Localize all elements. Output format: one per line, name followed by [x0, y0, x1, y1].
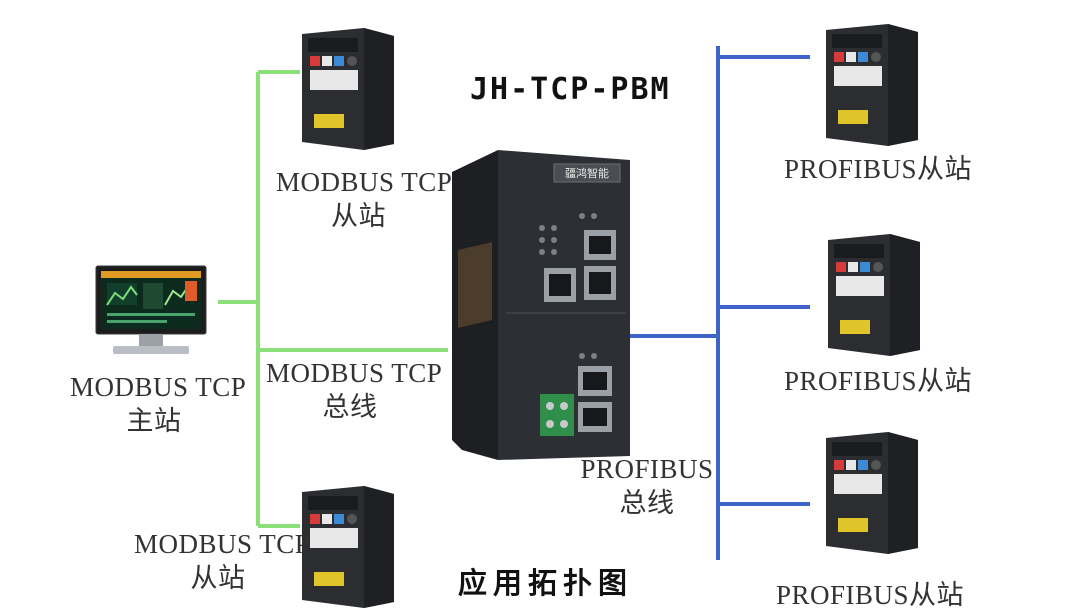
profibus-slave-2-label: PROFIBUS从站 [784, 366, 973, 396]
frequency-inverter-icon [302, 28, 394, 155]
ethernet-port-icon [584, 230, 616, 260]
frequency-inverter-icon [302, 486, 394, 613]
frequency-inverter-icon [826, 24, 918, 151]
gateway-device-icon: 疆鸿智能 [452, 150, 632, 465]
ethernet-port-icon [544, 268, 576, 302]
profibus-port-icon [578, 366, 612, 396]
terminal-block-icon [540, 394, 574, 436]
modbus-tcp-bus [218, 70, 448, 528]
profibus-slave-3-label: PROFIBUS从站 [776, 580, 965, 610]
frequency-inverter-icon [826, 432, 918, 559]
modbus-tcp-slave-bottom-label: MODBUS TCP 从站 [134, 529, 311, 593]
modbus-tcp-master-label: MODBUS TCP 主站 [70, 372, 247, 436]
ethernet-port-icon [584, 266, 616, 300]
desktop-computer-icon [95, 265, 207, 362]
modbus-tcp-slave-top-label: MODBUS TCP 从站 [276, 167, 453, 231]
modbus-tcp-bus-label: MODBUS TCP 总线 [266, 358, 443, 422]
profibus-slave-1-label: PROFIBUS从站 [784, 154, 973, 184]
gateway-brand-label: 疆鸿智能 [565, 166, 609, 180]
diagram-caption: 应用拓扑图 [458, 566, 634, 600]
profibus-port-icon [578, 402, 612, 432]
profibus-bus [626, 46, 810, 560]
profibus-bus-label: PROFIBUS 总线 [580, 454, 714, 518]
diagram-title: JH-TCP-PBM [470, 72, 671, 107]
frequency-inverter-icon [828, 234, 920, 361]
